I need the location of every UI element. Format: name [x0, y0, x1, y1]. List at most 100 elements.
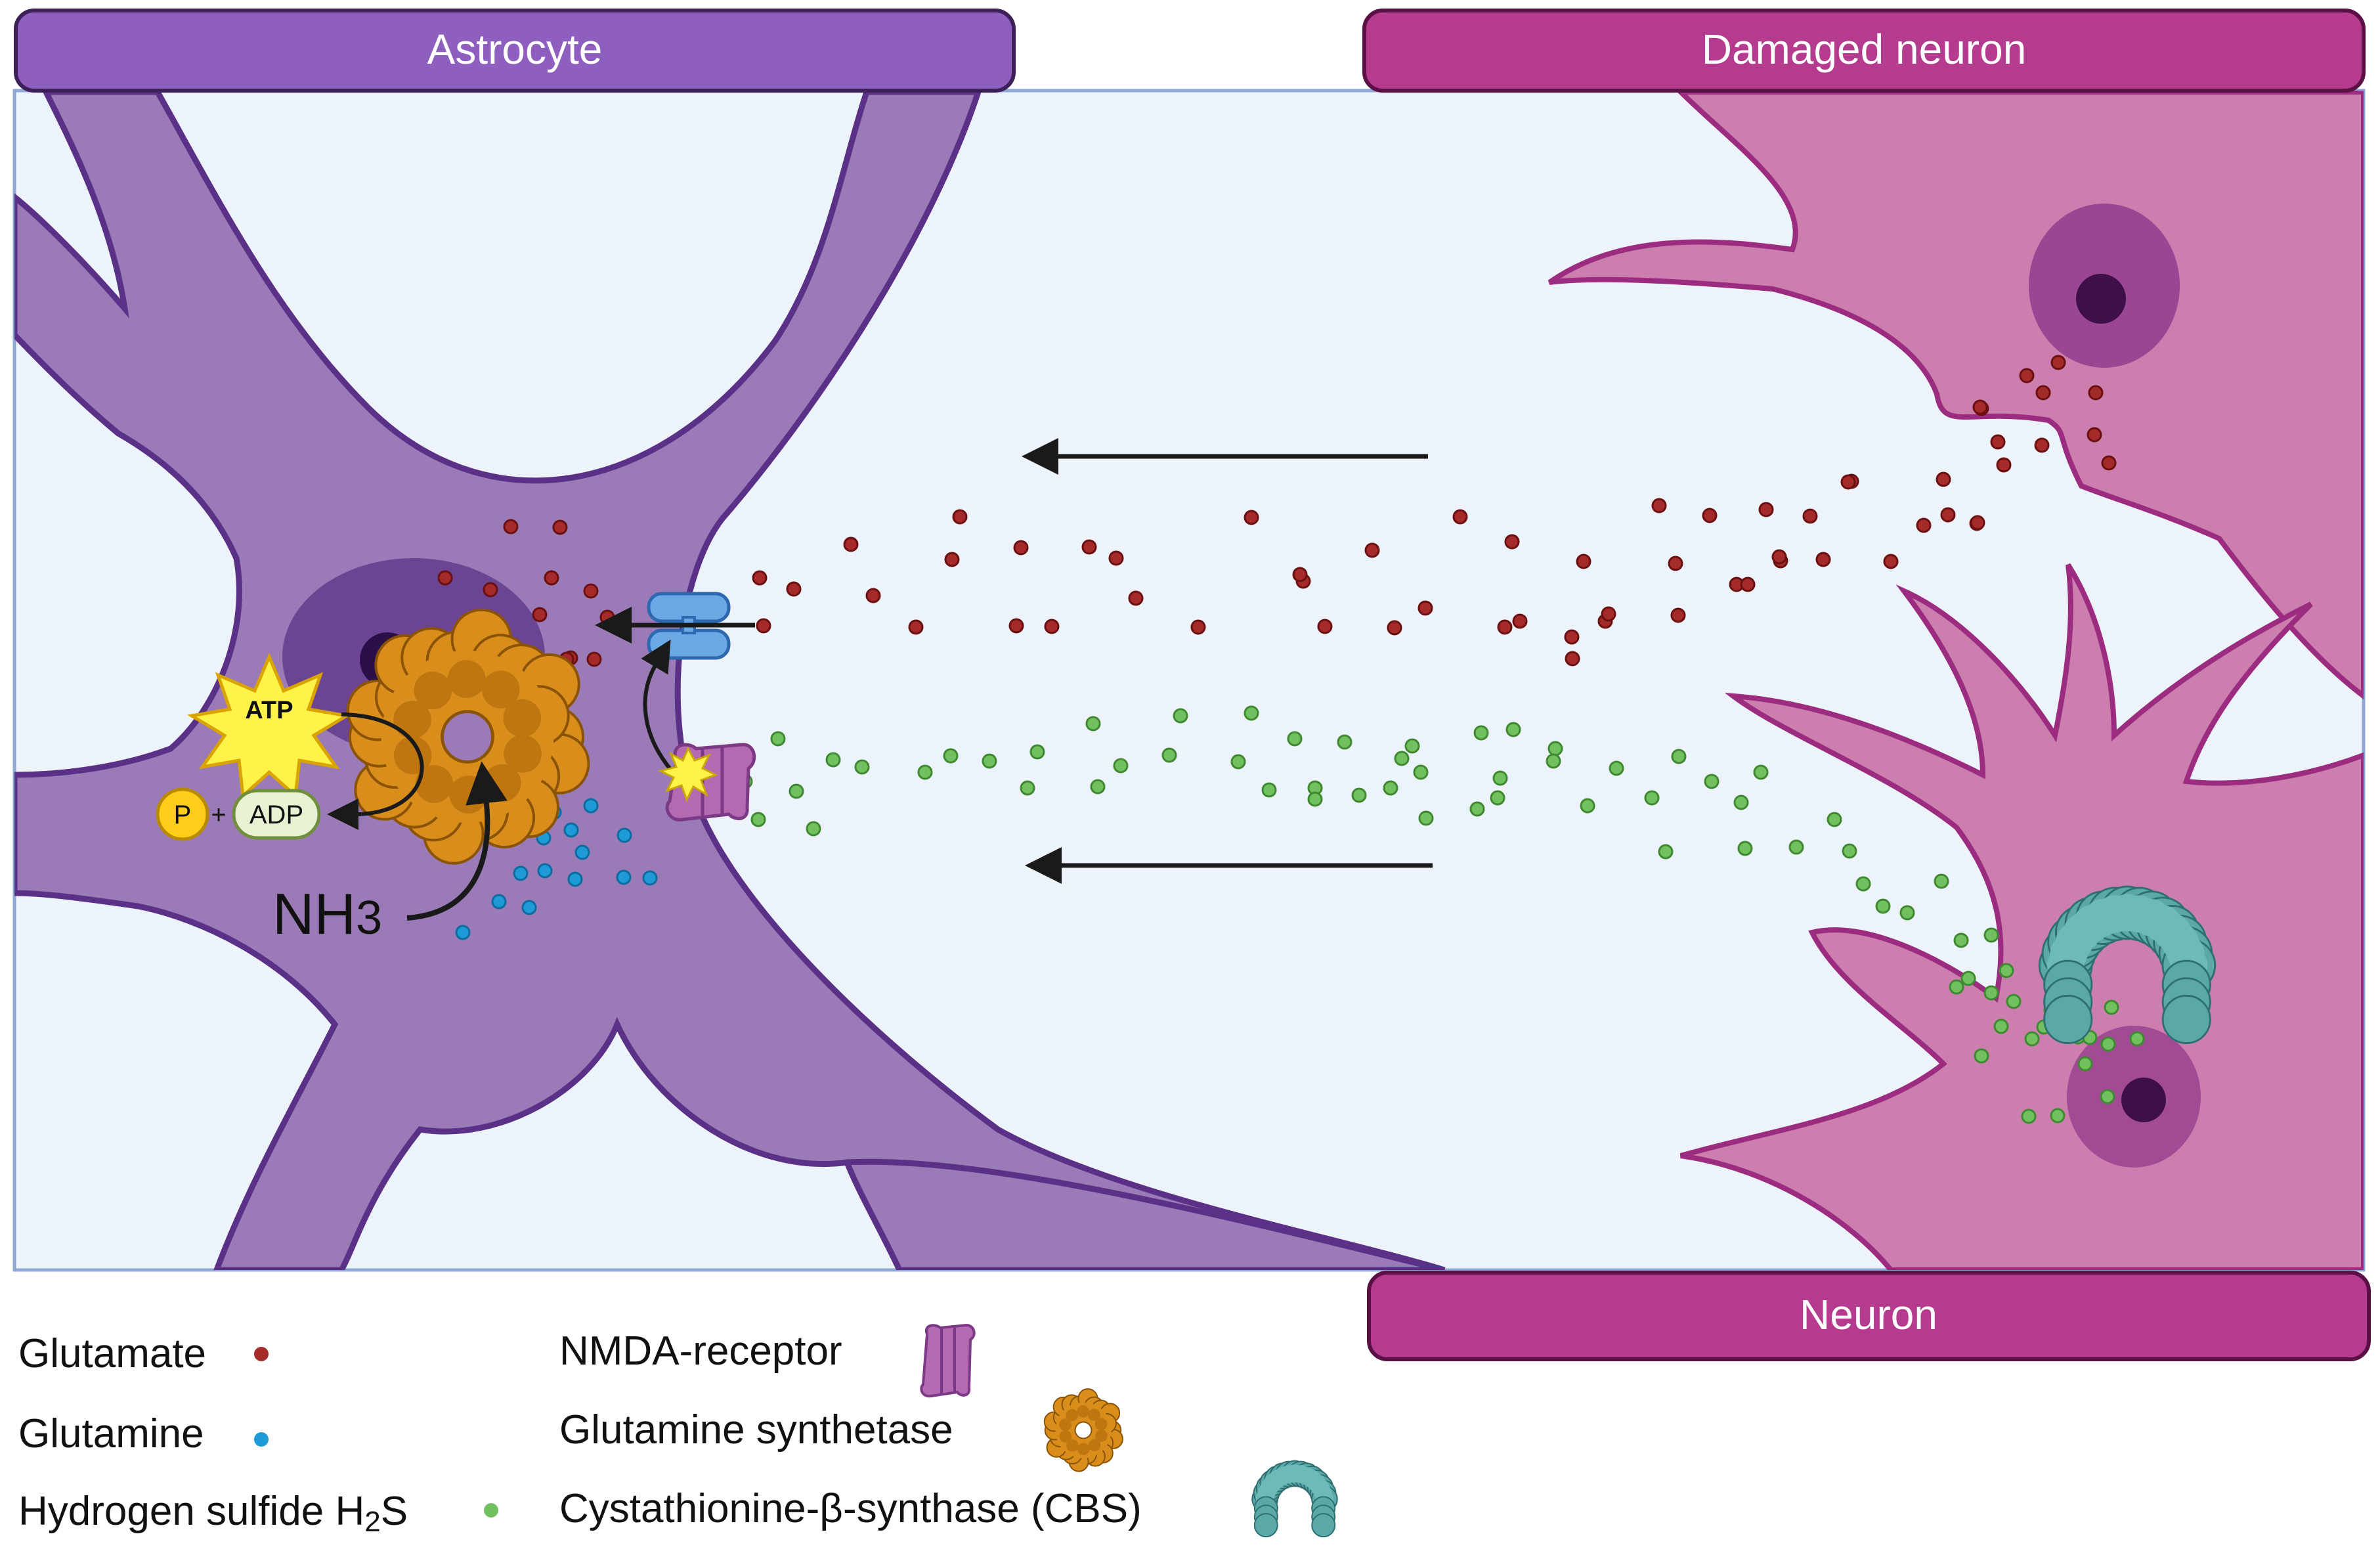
legend-h2s-end: S: [381, 1489, 408, 1534]
cbs-enzyme-icon: [2038, 885, 2217, 1044]
glutamate-dot: [865, 588, 881, 603]
h2s-dot: [1644, 790, 1660, 806]
glutamate-dot: [544, 570, 559, 586]
adp-label: ADP: [249, 800, 303, 829]
glutamate-dot: [1452, 509, 1468, 525]
glutamate-dot: [1883, 554, 1899, 569]
h2s-dot: [1983, 985, 1999, 1001]
glutamine-synthetase-texture: [414, 671, 452, 710]
glutamate-dot: [1008, 618, 1024, 634]
glutamine-synthetase-texture: [1059, 1430, 1072, 1443]
glutamate-dot: [952, 509, 968, 525]
h2s-dot: [1788, 839, 1804, 855]
glutamate-dot: [786, 581, 802, 597]
glutamine-synthetase-texture: [1094, 1430, 1108, 1442]
h2s-dot: [1609, 760, 1624, 776]
h2s-dot: [1085, 716, 1101, 732]
astrocyte-banner: Astrocyte: [14, 9, 1016, 93]
legend-h2s-label: Hydrogen sulfide H2S: [18, 1489, 408, 1538]
glutamate-dot: [552, 519, 568, 535]
glutamine-synthetase-texture: [1077, 1405, 1089, 1418]
h2s-dot: [2050, 1108, 2066, 1124]
h2s-dot: [2100, 1036, 2116, 1052]
h2s-dot: [1113, 758, 1129, 774]
glutamine-dot: [521, 900, 537, 915]
glutamate-dot: [1815, 552, 1831, 567]
h2s-dot: [1827, 812, 1842, 827]
phosphate-badge: P: [156, 787, 209, 841]
glutamine-synthetase-texture: [1066, 1439, 1079, 1452]
h2s-dot: [1394, 751, 1410, 766]
h2s-dot: [1733, 795, 1749, 810]
glutamine-synthetase-texture: [1059, 1418, 1072, 1431]
glutamate-dot: [1417, 600, 1433, 616]
glutamine-dot: [642, 870, 658, 886]
glutamate-dot: [532, 607, 548, 623]
glutamine-synthetase-texture: [393, 701, 431, 739]
h2s-dot: [1413, 764, 1429, 780]
h2s-dot: [1261, 782, 1277, 798]
glutamate-dot: [2101, 455, 2117, 471]
glutamine-synthetase-center: [1074, 1421, 1093, 1439]
glutamate-dot: [1387, 620, 1402, 636]
h2s-dot: [1473, 725, 1489, 741]
h2s-dot: [1490, 790, 1505, 806]
glutamate-dot: [1990, 434, 2006, 450]
h2s-dot: [1658, 844, 1674, 860]
legend-nmda-label: NMDA-receptor: [559, 1328, 842, 1374]
glutamate-dot: [1504, 534, 1520, 550]
ammonia-label: NH3: [272, 881, 382, 946]
h2s-dot: [1934, 873, 1949, 889]
h2s-dot: [1546, 753, 1561, 769]
h2s-dot: [1161, 747, 1177, 763]
glutamate-particles: [437, 355, 2117, 748]
h2s-dot: [1580, 798, 1595, 814]
glutamate-dot: [1601, 606, 1616, 622]
legend-cbs-label: Cystathionine-β-synthase (CBS): [559, 1486, 1142, 1531]
glutamate-dot: [1670, 607, 1686, 623]
glutamate-dot: [2087, 427, 2102, 443]
h2s-dot: [1671, 749, 1687, 764]
h2s-dot: [1547, 741, 1563, 756]
glutamine-synthetase-texture: [481, 670, 520, 709]
glutamate-dot: [1190, 619, 1206, 635]
h2s-dot: [2024, 1031, 2040, 1047]
glutamate-dot: [1013, 540, 1029, 556]
legend-h2s-sub: 2: [364, 1506, 380, 1538]
h2s-dot: [825, 752, 841, 768]
h2s-dot: [1020, 780, 1035, 796]
glutamate-dot: [1802, 508, 1818, 524]
glutamate-dot: [1244, 510, 1259, 525]
phosphate-label: P: [174, 800, 192, 829]
h2s-dot: [1993, 1018, 2009, 1034]
glutamate-dot: [1512, 613, 1528, 629]
glutamate-dot: [1758, 502, 1774, 517]
h2s-dot: [1029, 744, 1045, 760]
glutamate-dot: [2050, 355, 2066, 370]
h2s-dot: [1469, 801, 1485, 817]
h2s-dot: [2006, 994, 2022, 1009]
neuron-banner: Neuron: [1367, 1271, 2371, 1361]
activation-arrow: [641, 639, 672, 770]
ammonia-main: NH: [272, 881, 356, 946]
glutamate-dot: [599, 609, 615, 625]
glutamate-dot: [2019, 368, 2035, 383]
glutamate-dot: [1565, 651, 1580, 667]
legend-glutamine-synthetase-label: Glutamine synthetase: [559, 1407, 953, 1453]
glutamate-dot: [1081, 539, 1097, 555]
glutamine-dot: [563, 822, 579, 838]
activation-burst-icon: [657, 746, 718, 802]
damaged-neuron-cell: [1547, 91, 2364, 700]
glutamine-synthetase-texture: [1094, 1418, 1108, 1431]
glutamine-synthetase-texture: [1088, 1439, 1101, 1452]
glutamate-dot: [1292, 567, 1308, 582]
h2s-dot: [1230, 754, 1246, 770]
glutamate-dot: [483, 582, 498, 598]
glutamate-dot: [437, 570, 453, 586]
glutamine-synthetase-texture: [415, 765, 454, 803]
damaged-neuron-banner: Damaged neuron: [1362, 9, 2366, 93]
glutamine-dot: [455, 925, 471, 940]
h2s-dot: [789, 783, 804, 799]
glutamate-dot: [1702, 508, 1718, 523]
